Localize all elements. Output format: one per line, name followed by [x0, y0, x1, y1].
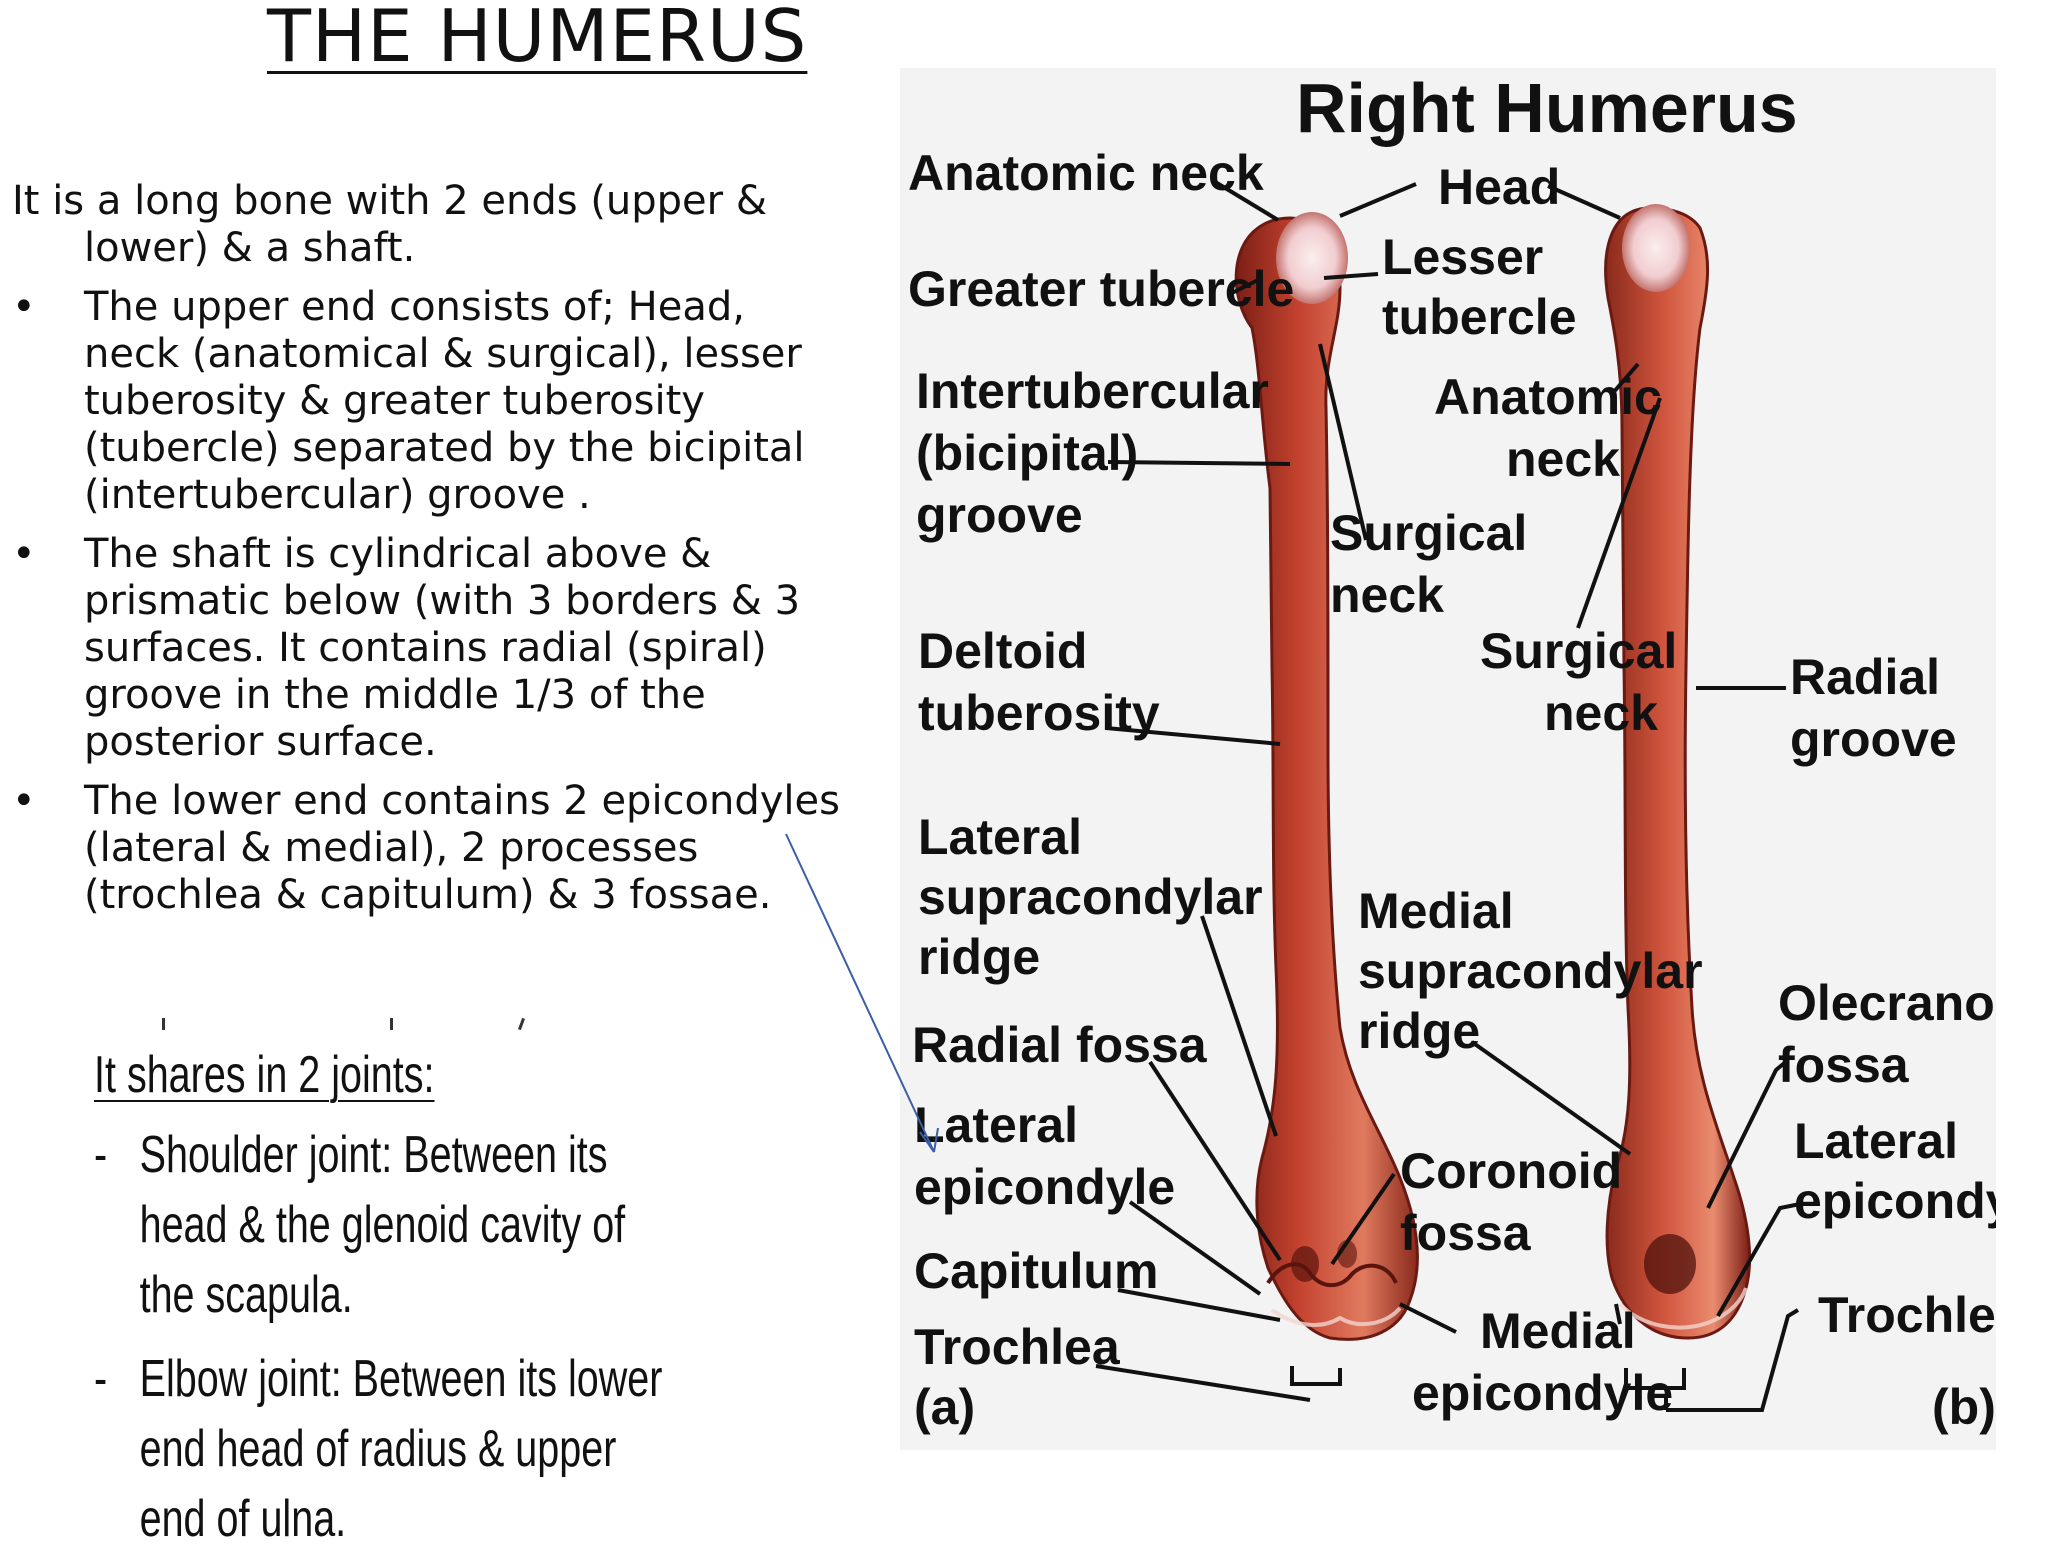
label-capitulum: Capitulum [914, 1243, 1158, 1299]
label-intertubercular-2: (bicipital) [916, 425, 1138, 481]
label-lat-epicondyle-a-2: epicondyle [914, 1159, 1175, 1215]
label-med-supracondylar-1: Medial [1358, 883, 1514, 939]
leader-head-a [1340, 184, 1416, 216]
label-surgical-neck-a-1: Surgical [1330, 505, 1527, 561]
leader-medial-epicondyle-a [1400, 1304, 1456, 1332]
bullet-item: • The shaft is cylindrical above & prisma… [12, 531, 842, 766]
joint-item: -Elbow joint: Between its lower end head… [94, 1344, 687, 1554]
label-med-supracondylar-3: ridge [1358, 1003, 1480, 1059]
label-lat-epicondyle-b-1: Lateral [1794, 1113, 1958, 1169]
label-lat-epicondyle-a-1: Lateral [914, 1097, 1078, 1153]
label-intertubercular-1: Intertubercular [916, 363, 1269, 419]
label-radial-fossa: Radial fossa [912, 1017, 1208, 1073]
label-surgical-neck-b-2: neck [1544, 685, 1658, 741]
joint-text: Shoulder joint: Between its head & the g… [140, 1126, 626, 1324]
label-greater-tubercle: Greater tubercle [908, 261, 1294, 317]
label-coronoid-1: Coronoid [1400, 1143, 1622, 1199]
label-anatomic-neck-b-1: Anatomic [1434, 369, 1662, 425]
tick-marks [150, 1018, 530, 1032]
leader-med-supracondylar [1472, 1042, 1630, 1154]
joint-text: Elbow joint: Between its lower end head … [140, 1350, 663, 1548]
label-coronoid-2: fossa [1400, 1205, 1532, 1261]
label-panel-a: (a) [914, 1379, 975, 1435]
label-trochlea-a: Trochlea [914, 1319, 1121, 1375]
bullet-marker: • [12, 778, 42, 825]
leader-trochlea-a [1096, 1366, 1340, 1400]
label-surgical-neck-b-1: Surgical [1480, 623, 1677, 679]
label-head: Head [1438, 159, 1560, 215]
label-anatomic-neck-a: Anatomic neck [908, 145, 1264, 201]
figure-title: Right Humerus [1296, 69, 1798, 147]
label-lesser-tubercle-2: tubercle [1382, 289, 1577, 345]
label-olecranon-1: Olecranon [1778, 975, 1996, 1031]
label-deltoid-2: tuberosity [918, 685, 1160, 741]
label-surgical-neck-a-2: neck [1330, 567, 1444, 623]
humeral-head-b [1622, 204, 1690, 292]
leader-lat-supracondylar [1202, 916, 1276, 1136]
bullet-list: • The upper end consists of; Head, neck (… [12, 284, 842, 919]
label-med-supracondylar-2: supracondylar [1358, 943, 1703, 999]
tick-mark [390, 1018, 393, 1030]
figure-labels: Anatomic neck Head Greater tubercle Less… [908, 145, 1996, 1435]
label-olecranon-2: fossa [1778, 1037, 1910, 1093]
joint-marker: - [94, 1344, 107, 1414]
label-medial-epicondyle-2: epicondyle [1412, 1365, 1673, 1421]
label-lesser-tubercle-1: Lesser [1382, 229, 1543, 285]
bullet-text: The shaft is cylindrical above & prismat… [84, 531, 800, 765]
label-radial-groove-1: Radial [1790, 649, 1940, 705]
joint-item: -Shoulder joint: Between its head & the … [94, 1120, 687, 1330]
label-trochlea-b: Trochlea [1818, 1287, 1996, 1343]
olecranon-fossa-b [1644, 1234, 1696, 1294]
bullet-marker: • [12, 531, 42, 578]
label-radial-groove-2: groove [1790, 711, 1957, 767]
humerus-figure: Right Humerus [900, 68, 1996, 1450]
label-lat-supracondylar-2: supracondylar [918, 869, 1263, 925]
label-anatomic-neck-b-2: neck [1506, 431, 1620, 487]
bullet-item: • The lower end contains 2 epicondyles (l… [12, 778, 842, 919]
joints-section: It shares in 2 joints: -Shoulder joint: … [94, 1040, 687, 1568]
bullet-text: The lower end contains 2 epicondyles (la… [84, 778, 840, 918]
label-deltoid-1: Deltoid [918, 623, 1087, 679]
label-medial-epicondyle-1: Medial [1480, 1303, 1636, 1359]
bullet-marker: • [12, 284, 42, 331]
joints-heading: It shares in 2 joints: [94, 1040, 687, 1110]
description-text: It is a long bone with 2 ends (upper & l… [12, 178, 842, 931]
label-lat-supracondylar-3: ridge [918, 929, 1040, 985]
fossa-a [1291, 1246, 1319, 1282]
label-lat-epicondyle-b-2: epicondyle [1794, 1173, 1996, 1229]
label-lat-supracondylar-1: Lateral [918, 809, 1082, 865]
tick-mark [162, 1018, 165, 1030]
bullet-item: • The upper end consists of; Head, neck (… [12, 284, 842, 519]
intro-paragraph: It is a long bone with 2 ends (upper & l… [12, 178, 842, 272]
page-title: THE HUMERUS [267, 0, 807, 78]
label-panel-b: (b) [1932, 1379, 1996, 1435]
tick-mark [518, 1018, 525, 1030]
bullet-text: The upper end consists of; Head, neck (a… [84, 284, 805, 518]
label-intertubercular-3: groove [916, 487, 1083, 543]
joint-marker: - [94, 1120, 107, 1190]
humerus-diagram: Right Humerus [900, 68, 1996, 1450]
